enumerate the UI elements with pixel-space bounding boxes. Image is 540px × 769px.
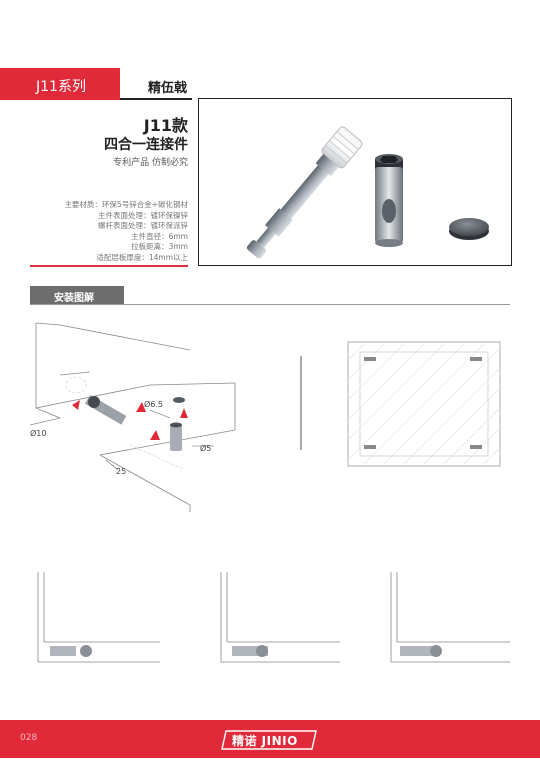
product-model: J11款 — [143, 116, 188, 135]
corner-diagram-2 — [220, 572, 340, 663]
isometric-panel — [35, 322, 236, 512]
series-name: 精伍戟 — [148, 81, 188, 96]
corner-diagram-3 — [390, 572, 510, 663]
spec-screw-finish: 螺杆表面处理：镀环保派锌 — [98, 221, 188, 230]
product-photo — [246, 126, 489, 259]
corner-diagram-3-hardware — [400, 645, 442, 657]
spec-pull-distance: 拉板距离：3mm — [131, 242, 188, 251]
spec-material: 主要材质：环保5号锌合金+碳化钢材 — [64, 200, 188, 209]
corner-diagram-1-hardware — [50, 645, 92, 657]
install-label-text: 安装图解 — [54, 293, 94, 304]
specs-underline — [30, 265, 188, 267]
spec-board-thickness: 适配层板厚度：14mm以上 — [96, 252, 188, 262]
install-section-label: 安装图解 — [30, 286, 124, 304]
footer-bar: 028 精诺 JINIO — [0, 720, 540, 758]
cam-barrel — [375, 154, 403, 247]
series-header: J11系列 精伍戟 — [0, 68, 192, 100]
diagram-cam — [170, 397, 185, 451]
cabinet-section — [347, 341, 501, 467]
series-underline — [120, 98, 192, 100]
product-name: 四合一连接件 — [104, 137, 188, 153]
dim-depth-25: 25 — [116, 467, 126, 476]
product-title-block: J11款 四合一连接件 专利产品 仿制必究 — [104, 116, 188, 170]
dim-diameter-6-5: Ø6.5 — [144, 399, 163, 409]
product-photo-frame — [198, 98, 512, 266]
corner-diagram-1 — [37, 572, 160, 663]
brand-logo: 精诺 JINIO — [220, 730, 318, 750]
product-tagline: 专利产品 仿制必究 — [113, 158, 188, 168]
install-divider — [30, 304, 510, 305]
spec-diameter: 主件直径：6mm — [131, 231, 188, 241]
cover-cap — [449, 218, 489, 240]
series-tab: J11系列 — [0, 68, 120, 100]
diagram-bolt — [85, 395, 127, 425]
spec-list: 主要材质：环保5号锌合金+碳化钢材 主件表面处理：镀环保镍锌 螺杆表面处理：镀环… — [64, 200, 188, 263]
dim-diameter-5: Ø5 — [200, 443, 211, 453]
dim-diameter-10: Ø10 — [30, 428, 46, 438]
series-label: J11系列 — [36, 79, 86, 95]
spec-main-finish: 主件表面处理：镀环保镍锌 — [98, 210, 188, 220]
brand-name: 精诺 JINIO — [232, 734, 298, 748]
connector-bolt — [246, 126, 363, 259]
page-number: 028 — [20, 733, 38, 743]
corner-diagram-2-hardware — [232, 645, 268, 657]
direction-arrows — [72, 400, 188, 440]
